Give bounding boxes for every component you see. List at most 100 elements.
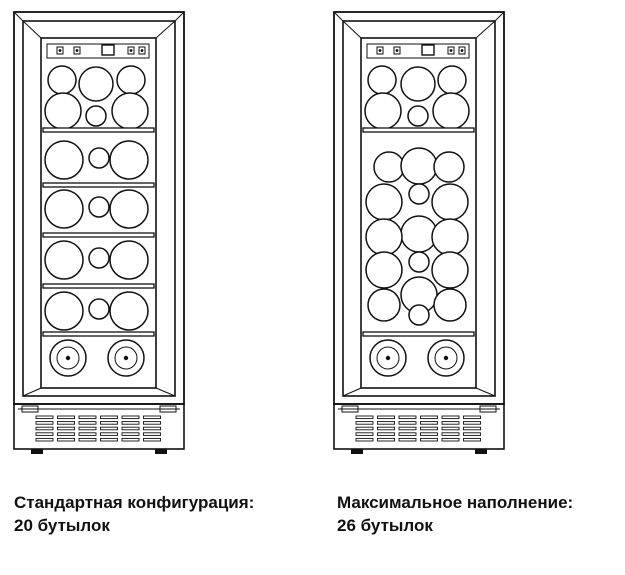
foot	[475, 449, 487, 454]
vent-slot	[420, 426, 438, 431]
vent-slot	[377, 415, 395, 420]
bottle-end	[85, 105, 107, 127]
bottle-end	[44, 291, 84, 331]
vent-slot	[463, 432, 481, 436]
bottle-end	[88, 247, 110, 269]
vent-slot	[100, 432, 118, 436]
vent-slot	[355, 415, 374, 420]
control-button-dot	[75, 49, 79, 52]
bottle-end	[44, 189, 84, 229]
bottle-end	[431, 218, 469, 256]
bottle-end	[431, 183, 469, 221]
bottle-end	[47, 65, 77, 95]
vent-slot	[377, 421, 395, 425]
vent-slot	[100, 415, 118, 420]
bottle-end	[116, 65, 146, 95]
vent-slot	[463, 421, 481, 425]
control-panel	[46, 43, 150, 59]
vent-slot	[143, 426, 161, 431]
vent-slot	[420, 437, 438, 442]
vent-slot	[398, 432, 417, 436]
shelf	[362, 127, 475, 133]
bottle-bottom-ring	[376, 346, 400, 370]
vent-slot	[398, 426, 417, 431]
bottle-end	[109, 140, 149, 180]
bottle-end	[407, 105, 429, 127]
door-glass	[40, 37, 157, 389]
bottle-end	[109, 240, 149, 280]
bevel-line	[174, 11, 185, 22]
bevel-line	[475, 387, 496, 397]
temperature-display	[421, 44, 435, 56]
vent-slot	[355, 421, 374, 425]
bottle-end	[88, 298, 110, 320]
bevel-line	[22, 20, 42, 39]
foot	[31, 449, 43, 454]
vent-slot	[57, 437, 75, 442]
bottle-end	[433, 288, 467, 322]
bottle-end	[431, 251, 469, 289]
temperature-display	[101, 44, 115, 56]
bottle-end	[400, 66, 436, 102]
vent-slot	[35, 426, 54, 431]
bottle-end	[437, 65, 467, 95]
vent-slot	[441, 421, 460, 425]
vent-slot	[121, 421, 140, 425]
bevel-line	[333, 11, 344, 22]
door-frame	[22, 20, 176, 397]
control-button-icon	[138, 46, 146, 55]
bottle-bottom-center	[385, 355, 391, 361]
control-button-icon	[73, 46, 81, 55]
bottle-bottom-ring	[434, 346, 458, 370]
control-button-dot	[129, 49, 133, 52]
control-button-dot	[58, 49, 62, 52]
bottle-end	[408, 304, 430, 326]
vent-slot	[121, 415, 140, 420]
bottle-end	[400, 147, 438, 185]
hinge	[21, 405, 39, 413]
vent-slot	[441, 426, 460, 431]
bottle-end	[408, 251, 430, 273]
vent-slot	[78, 421, 97, 425]
door-glass	[360, 37, 477, 389]
bottle-end	[88, 196, 110, 218]
base-plinth	[333, 403, 505, 450]
door-frame	[342, 20, 496, 397]
control-button-dot	[449, 49, 453, 52]
vent-slot	[35, 432, 54, 436]
vent-slot	[441, 432, 460, 436]
vent-slot	[463, 437, 481, 442]
caption-maximum-title: Максимальное наполнение:	[337, 493, 574, 512]
vent-slot	[57, 432, 75, 436]
caption-maximum-count: 26 бутылок	[337, 516, 433, 535]
wine-cooler-maximum-diagram	[333, 11, 505, 454]
vent-slot	[143, 437, 161, 442]
shelf	[42, 182, 155, 188]
bevel-line	[13, 11, 24, 22]
vent-slot	[441, 437, 460, 442]
bottle-end	[44, 92, 82, 130]
vent-slot	[78, 432, 97, 436]
vent-slot	[398, 415, 417, 420]
vent-slot	[57, 421, 75, 425]
bottle-end	[433, 151, 465, 183]
shelf	[42, 232, 155, 238]
bevel-line	[155, 20, 176, 39]
vent-slot	[463, 415, 481, 420]
bottle-end	[44, 240, 84, 280]
vent-slot	[100, 437, 118, 442]
vent-slot	[463, 426, 481, 431]
vent-slot	[355, 426, 374, 431]
control-button-dot	[395, 49, 399, 52]
bottle-end	[88, 147, 110, 169]
caption-standard-title: Стандартная конфигурация:	[14, 493, 255, 512]
vent-slot	[35, 437, 54, 442]
bottle-end	[78, 66, 114, 102]
control-button-dot	[378, 49, 382, 52]
base-plinth	[13, 403, 185, 450]
hinge	[159, 405, 177, 413]
vent-slot	[143, 421, 161, 425]
vent-slot	[35, 415, 54, 420]
foot	[155, 449, 167, 454]
wine-cooler-standard-diagram	[13, 11, 185, 454]
